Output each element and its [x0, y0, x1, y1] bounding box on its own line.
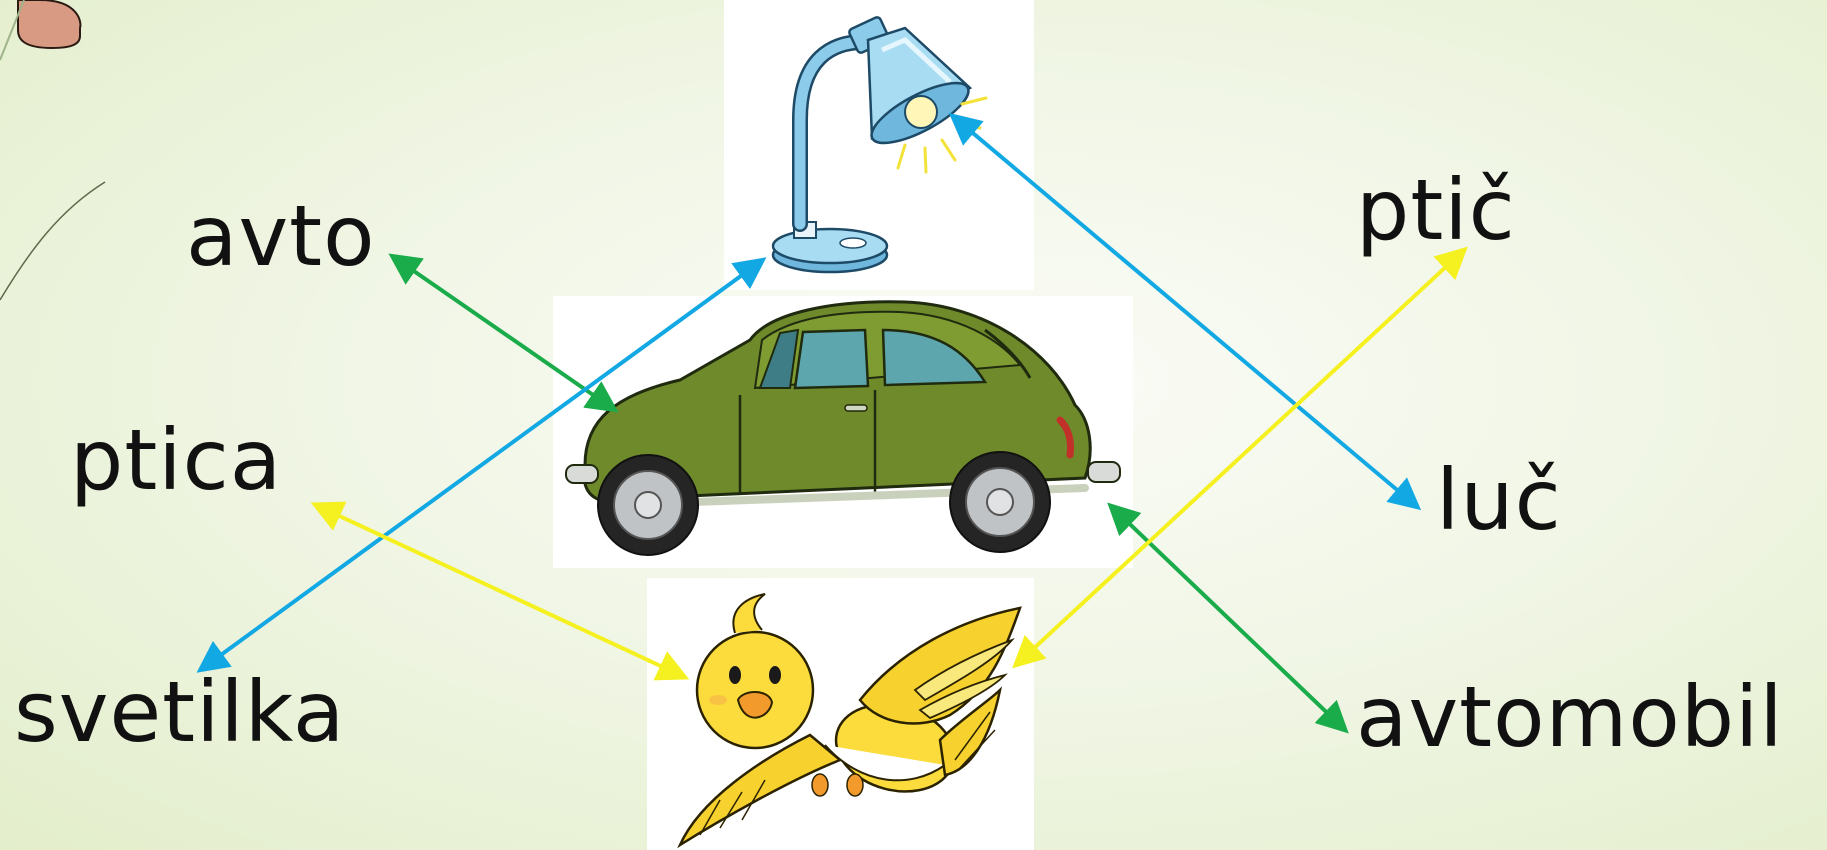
word-svetilka: svetilka: [14, 670, 345, 754]
word-luc: luč: [1436, 458, 1562, 542]
arrow-svetilka-lamp: [203, 262, 760, 668]
arrow-ptica-bird: [318, 506, 682, 676]
word-ptica: ptica: [70, 418, 282, 502]
arrow-avto-car: [395, 258, 612, 408]
word-avto: avto: [186, 194, 376, 278]
arrow-luc-lamp: [955, 118, 1415, 505]
arrow-ptic-bird: [1018, 252, 1462, 663]
word-ptic: ptič: [1356, 168, 1516, 252]
word-avtomobil: avtomobil: [1356, 675, 1784, 759]
